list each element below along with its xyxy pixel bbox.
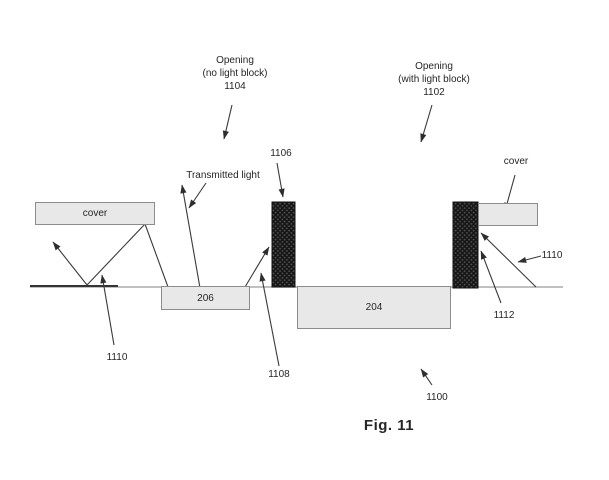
blocked-ray-right (480, 232, 537, 288)
incident-ray-left (86, 223, 146, 286)
layer-206-label: 206 (197, 292, 214, 304)
pointer-1102 (420, 104, 433, 143)
transmitted-light-label: Transmitted light (186, 170, 260, 181)
pointer-1100 (420, 368, 433, 386)
ref-1106-label: 1106 (270, 148, 292, 159)
pointer-1108 (259, 272, 280, 367)
pointer-1110-right (517, 255, 542, 263)
pointer-1104 (222, 104, 233, 140)
ref-1100-label: 1100 (426, 392, 448, 403)
opening-no-block-label: Opening (no light block) 1104 (202, 55, 268, 92)
light-block-1112 (452, 201, 479, 289)
ref-1110-left-label: 1110 (106, 352, 128, 363)
cover-edge-ray-left (144, 223, 169, 288)
cover-right-label: cover (503, 156, 529, 167)
cover-left-box: cover (35, 202, 155, 225)
opening-with-block-label: Opening (with light block) 1102 (398, 61, 470, 98)
figure-caption: Fig. 11 (363, 417, 415, 434)
pointer-1106 (276, 162, 285, 198)
cover-right-box (478, 203, 538, 226)
layer-204-label: 204 (365, 302, 383, 313)
blocked-ray-1108 (244, 246, 270, 288)
ref-1112-label: 1112 (493, 310, 515, 321)
reflected-ray-left (52, 241, 88, 286)
layer-204-box: 204 (297, 286, 451, 329)
transmitted-light-ray (180, 184, 201, 289)
ref-1108-label: 1108 (268, 369, 290, 380)
ref-1110-right-label: 1110 (541, 250, 563, 261)
pointer-1110-left (100, 274, 115, 346)
pointer-1112 (480, 250, 502, 304)
light-block-1106 (271, 201, 296, 288)
cover-left-label: cover (82, 208, 108, 219)
transmitted-light-pointer (188, 182, 207, 209)
layer-206-box: 206 (161, 286, 250, 310)
